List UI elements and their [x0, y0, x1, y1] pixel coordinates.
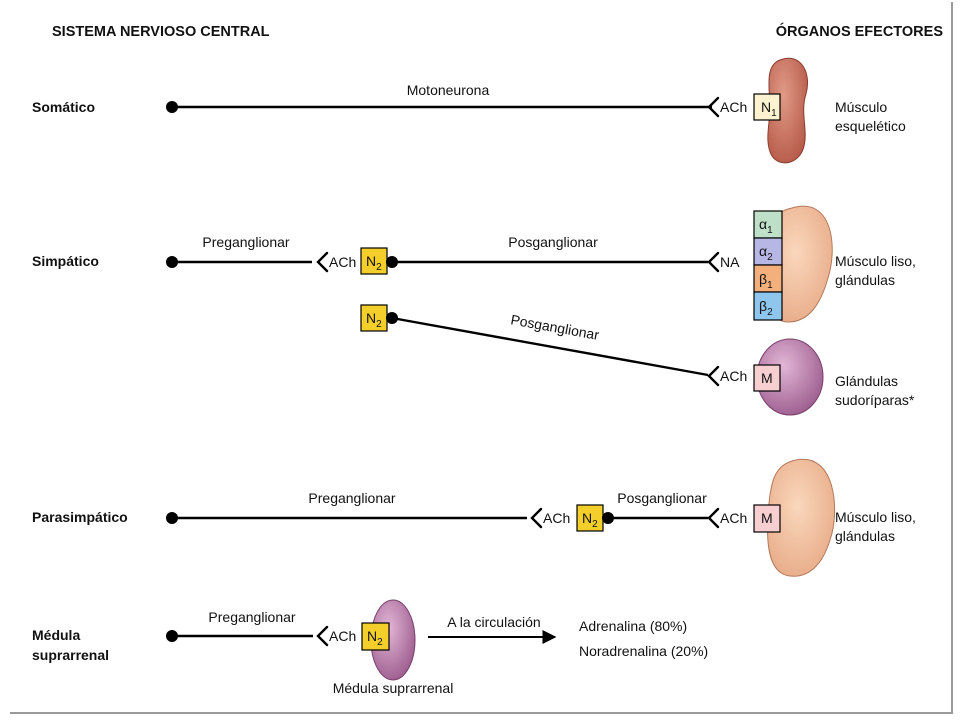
row-label-parasympathetic: Parasimpático	[32, 509, 128, 525]
circulation-label: A la circulación	[447, 614, 540, 630]
row-sympathetic: Simpático Preganglionar ACh N2 Posgangli…	[32, 205, 916, 323]
adrenal-output-adrenaline: Adrenalina (80%)	[579, 618, 687, 634]
row-label-sympathetic: Simpático	[32, 253, 99, 269]
n1-receptor-box	[753, 93, 781, 121]
sweat-terminal	[707, 365, 720, 387]
beta1-receptor-box	[753, 264, 783, 293]
sympathetic-pre-label: Preganglionar	[202, 234, 290, 250]
sympathetic-organ-line2: glándulas	[835, 272, 895, 288]
sweat-post-axon	[391, 316, 709, 377]
sympathetic-n2-label: N2	[366, 253, 382, 273]
adrenal-output-noradrenaline: Noradrenalina (20%)	[579, 643, 708, 659]
n1-receptor-label: N1	[761, 99, 777, 119]
row-sweat-glands: N2 Posganglionar ACh M Glándulas sudoríp…	[360, 304, 915, 416]
parasympathetic-post-label: Posganglionar	[617, 490, 707, 506]
sympathetic-post-terminal	[707, 251, 720, 273]
adrenal-n2-label: N2	[367, 628, 383, 648]
parasympathetic-post-terminal	[707, 507, 720, 529]
parasympathetic-pre-terminal	[530, 507, 543, 529]
row-adrenal-medulla: Médula suprarrenal Preganglionar ACh N2 …	[32, 599, 708, 696]
alpha2-receptor-label: α2	[759, 243, 773, 263]
somatic-fiber-label: Motoneurona	[407, 82, 490, 98]
sweat-m-box	[753, 364, 781, 392]
parasympathetic-n2-label: N2	[582, 510, 598, 530]
sweat-organ-line2: sudoríparas*	[835, 392, 915, 408]
sweat-post-label: Posganglionar	[509, 311, 600, 343]
row-somatic: Somático Motoneurona ACh N1 Músculo esqu…	[32, 57, 906, 164]
sympathetic-post-transmitter: NA	[720, 254, 740, 270]
row-label-somatic: Somático	[32, 99, 95, 115]
parasympathetic-m-label: M	[761, 510, 773, 526]
parasympathetic-organ-line1: Músculo liso,	[835, 509, 916, 525]
adrenal-gland-label: Médula suprarrenal	[333, 680, 454, 696]
alpha1-receptor-box	[753, 210, 783, 239]
parasympathetic-organ-line2: glándulas	[835, 528, 895, 544]
sympathetic-organ-line1: Músculo liso,	[835, 253, 916, 269]
row-label-adrenal-line2: suprarrenal	[32, 647, 109, 663]
adrenergic-receptor-stack: α1 α2 β1 β2	[753, 210, 783, 321]
somatic-terminal	[707, 96, 720, 118]
somatic-organ-line1: Músculo	[835, 99, 887, 115]
parasympathetic-pre-label: Preganglionar	[308, 490, 396, 506]
header-cns: SISTEMA NERVIOSO CENTRAL	[52, 24, 270, 40]
sweat-n2-label: N2	[366, 310, 382, 330]
somatic-organ-line2: esquelético	[835, 118, 906, 134]
alpha2-receptor-box	[753, 237, 783, 266]
sympathetic-pre-transmitter: ACh	[329, 254, 356, 270]
sympathetic-post-label: Posganglionar	[508, 234, 598, 250]
sweat-m-label: M	[761, 370, 773, 386]
sweat-transmitter: ACh	[720, 368, 747, 384]
somatic-transmitter: ACh	[720, 99, 747, 115]
adrenal-terminal	[316, 625, 329, 647]
adrenal-n2-box	[361, 622, 390, 651]
figure-frame	[10, 2, 953, 714]
parasympathetic-n2-box	[576, 504, 604, 532]
parasympathetic-m-box	[753, 504, 781, 533]
beta2-receptor-box	[753, 291, 783, 321]
beta2-receptor-label: β2	[759, 298, 773, 318]
beta1-receptor-label: β1	[759, 271, 773, 291]
parasympathetic-smooth-muscle-organ	[767, 458, 836, 577]
adrenal-transmitter: ACh	[329, 628, 356, 644]
header-effectors: ÓRGANOS EFECTORES	[776, 22, 944, 40]
adrenal-pre-label: Preganglionar	[208, 609, 296, 625]
sweat-organ-line1: Glándulas	[835, 373, 898, 389]
sympathetic-n2-box	[360, 247, 388, 275]
alpha1-receptor-label: α1	[759, 216, 773, 236]
sympathetic-pre-terminal	[316, 251, 329, 273]
parasympathetic-post-transmitter: ACh	[720, 510, 747, 526]
parasympathetic-pre-transmitter: ACh	[543, 510, 570, 526]
row-label-adrenal-line1: Médula	[32, 627, 80, 643]
row-parasympathetic: Parasimpático Preganglionar ACh N2 Posga…	[32, 458, 916, 577]
